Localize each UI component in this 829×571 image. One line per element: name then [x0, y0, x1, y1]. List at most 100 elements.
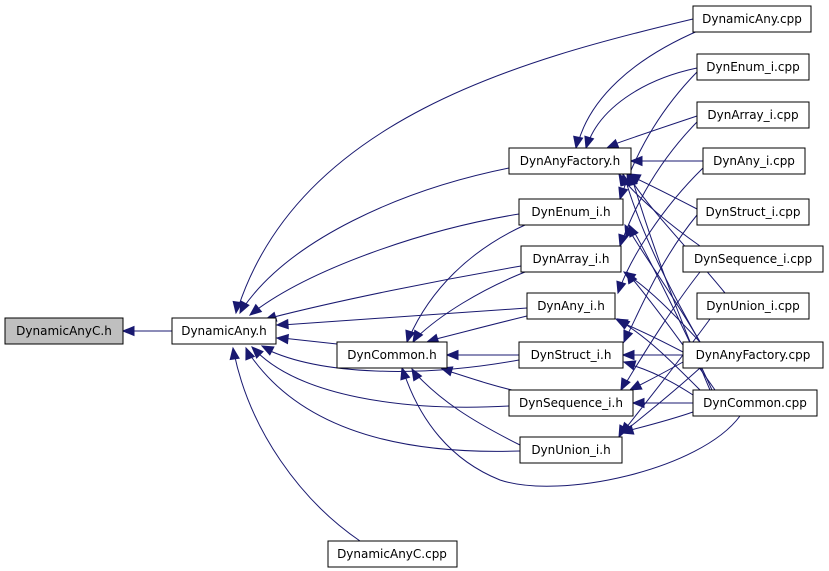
edge-line [408, 224, 526, 339]
edge-arrowhead [628, 380, 643, 391]
node-dynarray-i-h[interactable]: DynArray_i.h [520, 245, 622, 273]
edge-arrowhead [618, 186, 629, 201]
edge-line [577, 29, 701, 144]
node-label: DynArray_i.h [532, 252, 609, 266]
dependency-edges [121, 18, 741, 542]
node-label: DynAny_i.h [537, 299, 605, 313]
node-dynstruct-i-cpp[interactable]: DynStruct_i.cpp [696, 198, 810, 226]
edge-line [431, 315, 528, 341]
edge-dynunion-i-h-to-dyncommon-h [411, 367, 521, 446]
edge-arrowhead [623, 329, 634, 344]
node-label: DynamicAny.cpp [702, 12, 802, 26]
edge-line [254, 213, 520, 312]
edge-arrowhead [631, 397, 645, 409]
edge-dyncommon-cpp-to-dyncommon-h [400, 366, 741, 487]
node-dynenum-i-cpp[interactable]: DynEnum_i.cpp [696, 53, 810, 81]
edge-arrowhead [400, 366, 411, 381]
edge-line [403, 372, 741, 487]
node-dynstruct-i-h[interactable]: DynStruct_i.h [518, 341, 624, 369]
edge-dynenum-i-cpp-to-dynanyfactory-h [584, 67, 698, 150]
edge-arrowhead [245, 346, 256, 361]
edge-line [414, 372, 521, 446]
edge-line [627, 227, 701, 343]
node-dynamicany-cpp[interactable]: DynamicAny.cpp [692, 5, 812, 33]
edge-line [621, 318, 711, 434]
edge-dyncommon-cpp-to-dynstruct-i-h [622, 360, 694, 396]
node-label: DynCommon.h [347, 348, 436, 362]
node-label: DynSequence_i.h [519, 396, 623, 410]
node-dynsequence-i-cpp[interactable]: DynSequence_i.cpp [682, 245, 824, 273]
edge-line [627, 274, 701, 343]
edge-dynarray-i-h-to-dyncommon-h [412, 271, 526, 344]
node-dynamicanyc-cpp[interactable]: DynamicAnyC.cpp [327, 540, 458, 568]
edge-dyncommon-cpp-to-dynsequence-i-h [631, 397, 693, 409]
edge-arrowhead [621, 349, 635, 361]
edge-arrowhead [616, 318, 631, 330]
edge-dynany-i-cpp-to-dynany-i-h [616, 167, 704, 295]
node-dynarray-i-cpp[interactable]: DynArray_i.cpp [696, 101, 810, 129]
edge-arrowhead [618, 233, 629, 248]
node-dynenum-i-h[interactable]: DynEnum_i.h [518, 198, 624, 226]
edge-dynarray-i-cpp-to-dynanyfactory-h [605, 115, 698, 149]
edge-line [632, 176, 698, 210]
node-label: DynamicAny.h [181, 324, 267, 338]
node-label: DynCommon.cpp [703, 396, 807, 410]
node-dynanyfactory-h[interactable]: DynAnyFactory.h [508, 147, 632, 175]
node-dynamicany-h[interactable]: DynamicAny.h [171, 317, 277, 345]
edge-line [623, 271, 701, 387]
edge-arrowhead [620, 377, 631, 392]
edge-arrowhead [248, 303, 263, 316]
node-label: DynUnion_i.cpp [706, 299, 800, 313]
edge-line [621, 177, 701, 247]
edge-arrowhead [445, 349, 459, 361]
edge-dyncommon-cpp-to-dynunion-i-h [620, 411, 694, 435]
edge-line [619, 167, 704, 289]
edge-arrowhead [628, 223, 639, 238]
node-dynanyfactory-cpp[interactable]: DynAnyFactory.cpp [682, 341, 824, 369]
node-dynamicanyc-h[interactable]: DynamicAnyC.h [4, 317, 124, 345]
edge-arrowhead [239, 300, 250, 315]
node-dyncommon-h[interactable]: DynCommon.h [336, 341, 448, 369]
edge-line [611, 115, 698, 146]
edge-line [233, 352, 361, 542]
edge-line [625, 214, 698, 339]
edge-arrowhead [405, 329, 416, 344]
edge-dyncommon-cpp-to-dynarray-i-h [626, 270, 716, 391]
node-label: DynEnum_i.cpp [706, 60, 799, 74]
edge-dynanyfactory-cpp-to-dynsequence-i-h [628, 361, 684, 391]
edge-line [626, 411, 694, 432]
node-dynany-i-cpp[interactable]: DynAny_i.cpp [702, 147, 806, 175]
edge-arrowhead [232, 300, 243, 315]
edge-dynamicany-h-to-dynamicanyc-h [121, 325, 172, 337]
edge-line [265, 348, 520, 372]
node-dynany-i-h[interactable]: DynAny_i.h [526, 292, 616, 320]
node-label: DynEnum_i.h [531, 205, 610, 219]
edge-dynsequence-i-h-to-dynamicany-h [251, 346, 510, 408]
edge-line [621, 121, 698, 242]
node-dynunion-i-cpp[interactable]: DynUnion_i.cpp [696, 292, 810, 320]
edge-arrowhead [605, 138, 620, 149]
edge-dynany-i-h-to-dyncommon-h [425, 315, 528, 344]
edge-dynsequence-i-cpp-to-dynsequence-i-h [620, 271, 701, 392]
node-dynsequence-i-h[interactable]: DynSequence_i.h [508, 389, 634, 417]
edge-arrowhead [627, 172, 638, 187]
edge-dynamicanyc-cpp-to-dynamicany-h [229, 346, 361, 542]
node-label: DynAnyFactory.cpp [696, 348, 811, 362]
edge-line [269, 265, 522, 319]
edge-dynanyfactory-cpp-to-dynstruct-i-h [621, 349, 683, 361]
edge-dyncommon-h-to-dynamicany-h [275, 333, 338, 345]
edge-line [281, 307, 528, 326]
edge-line [255, 350, 510, 408]
edge-dynanyfactory-h-to-dynamicany-h [239, 167, 510, 315]
edge-arrowhead [626, 270, 638, 285]
node-label: DynSequence_i.cpp [694, 252, 812, 266]
edge-dynstruct-i-cpp-to-dynstruct-i-h [623, 214, 698, 344]
node-dynunion-i-h[interactable]: DynUnion_i.h [519, 436, 623, 464]
edge-dynenum-i-h-to-dyncommon-h [405, 224, 526, 344]
edge-line [242, 167, 510, 309]
edge-arrowhead [121, 325, 135, 337]
node-dyncommon-cpp[interactable]: DynCommon.cpp [692, 389, 818, 417]
edge-dynenum-i-cpp-to-dynenum-i-h [618, 71, 698, 201]
edge-line [237, 18, 694, 309]
